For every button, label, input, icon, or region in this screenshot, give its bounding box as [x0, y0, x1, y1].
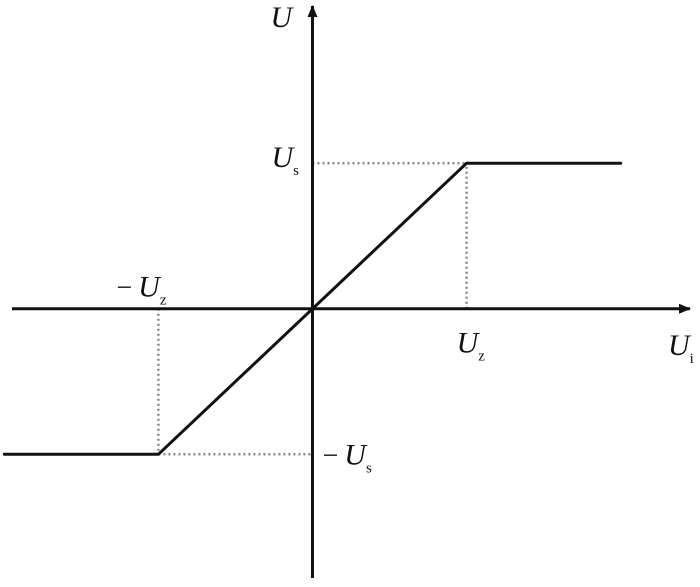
y-axis-label: U — [270, 1, 294, 34]
annotation-neg-uz: −Uz — [116, 271, 166, 309]
guide-lines — [157, 161, 468, 456]
transfer-curve — [2, 161, 623, 456]
annotation-uz: Uz — [457, 327, 486, 365]
annotation-us: Us — [271, 141, 299, 179]
x-axis-label: Ui — [668, 329, 694, 367]
annotation-neg-us: −Us — [322, 438, 371, 476]
